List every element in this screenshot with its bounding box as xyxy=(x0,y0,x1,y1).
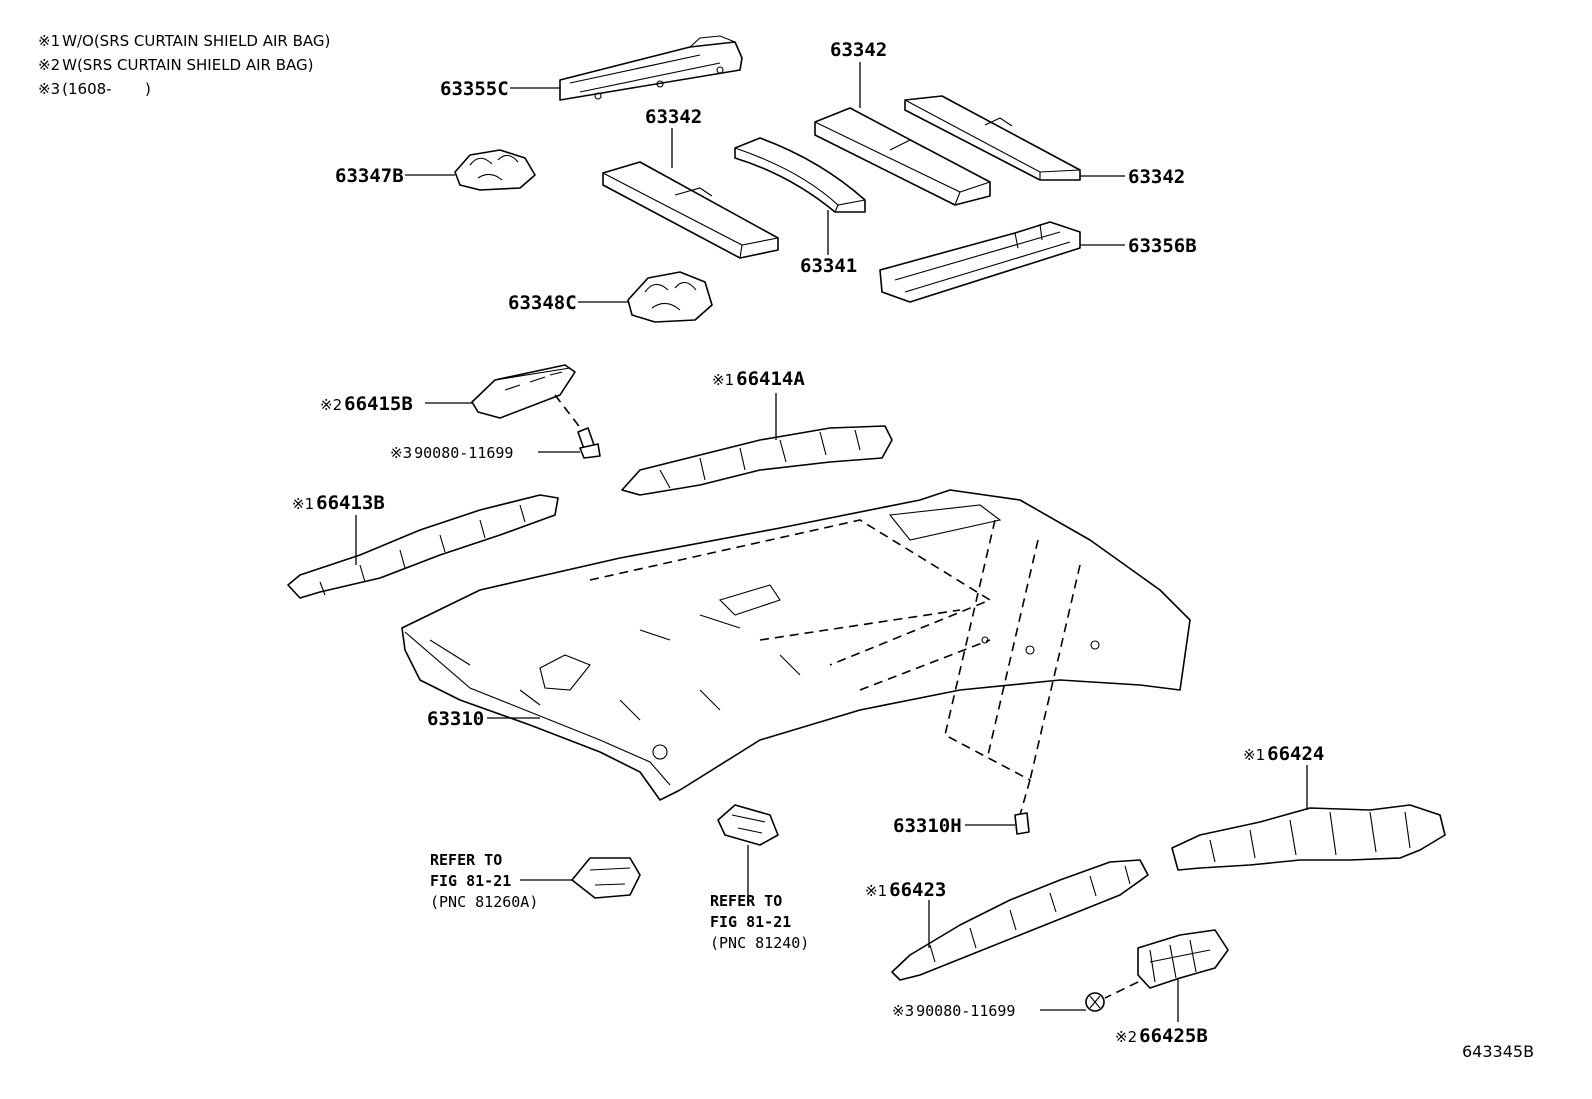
part-63356B-drawing xyxy=(879,221,1081,303)
label-90080-lower[interactable]: 90080-11699 xyxy=(916,1002,1015,1020)
label-63342-mid[interactable]: 63342 xyxy=(645,106,702,128)
part-63342-mid-drawing xyxy=(602,161,779,259)
refer-left: REFER TO FIG 81-21 (PNC 81260A) xyxy=(430,851,538,911)
part-63342-right-drawing xyxy=(904,95,1081,181)
mark-66425B: ※2 xyxy=(1115,1028,1137,1046)
note-2-text: W(SRS CURTAIN SHIELD AIR BAG) xyxy=(62,56,313,74)
mark-66414A: ※1 xyxy=(712,371,734,389)
svg-text:※3(1608- ): ※3(1608- ) xyxy=(38,80,151,98)
label-66425B[interactable]: 66425B xyxy=(1139,1025,1208,1047)
label-90080-upper[interactable]: 90080-11699 xyxy=(414,444,513,462)
mark-90080-lower: ※3 xyxy=(892,1002,914,1020)
part-63355C-drawing xyxy=(559,35,743,101)
refer-right-line1: REFER TO xyxy=(710,892,782,910)
part-66414A-drawing xyxy=(621,425,893,496)
label-63347B[interactable]: 63347B xyxy=(335,165,404,187)
label-63342-top[interactable]: 63342 xyxy=(830,39,887,61)
note-2-mark: ※2 xyxy=(38,56,60,74)
label-66413B[interactable]: 66413B xyxy=(316,492,385,514)
part-63310H-drawing xyxy=(1014,812,1030,835)
label-63348C[interactable]: 63348C xyxy=(508,292,577,314)
part-66424-drawing xyxy=(1171,804,1446,871)
refer-left-line3: (PNC 81260A) xyxy=(430,893,538,911)
mark-66424: ※1 xyxy=(1243,746,1265,764)
figure-id: 643345B xyxy=(1462,1042,1534,1061)
mark-90080-upper: ※3 xyxy=(390,444,412,462)
mark-66413B: ※1 xyxy=(292,495,314,513)
note-1-text: W/O(SRS CURTAIN SHIELD AIR BAG) xyxy=(62,32,330,50)
label-66414A[interactable]: 66414A xyxy=(736,368,805,390)
label-66423[interactable]: 66423 xyxy=(889,879,946,901)
refer-left-line2: FIG 81-21 xyxy=(430,872,511,890)
part-66425B-drawing xyxy=(1137,929,1229,989)
label-63310[interactable]: 63310 xyxy=(427,708,484,730)
room-lamp-right-drawing xyxy=(717,804,779,846)
part-63347B-drawing xyxy=(454,149,536,191)
svg-text:※1W/O(SRS CURTAIN SHIELD AIR B: ※1W/O(SRS CURTAIN SHIELD AIR BAG) xyxy=(38,32,330,50)
mark-66415B: ※2 xyxy=(320,396,342,414)
label-66415B[interactable]: 66415B xyxy=(344,393,413,415)
part-63342-top-drawing xyxy=(814,107,991,206)
dashed-clip-zone xyxy=(944,519,1081,816)
refer-right: REFER TO FIG 81-21 (PNC 81240) xyxy=(710,892,809,952)
room-lamp-left-drawing xyxy=(571,857,641,899)
mark-66423: ※1 xyxy=(865,882,887,900)
label-63341[interactable]: 63341 xyxy=(800,255,857,277)
refer-left-line1: REFER TO xyxy=(430,851,502,869)
label-66424[interactable]: 66424 xyxy=(1267,743,1324,765)
part-63348C-drawing xyxy=(627,271,713,323)
part-66423-drawing xyxy=(891,859,1149,981)
svg-text:※2W(SRS CURTAIN SHIELD AIR BAG: ※2W(SRS CURTAIN SHIELD AIR BAG) xyxy=(38,56,314,74)
part-63310-drawing xyxy=(401,489,1191,801)
refer-right-line2: FIG 81-21 xyxy=(710,913,791,931)
label-63356B[interactable]: 63356B xyxy=(1128,235,1197,257)
part-90080-upper-drawing xyxy=(577,427,601,459)
part-66415B-drawing xyxy=(471,364,576,419)
label-63310H[interactable]: 63310H xyxy=(893,815,962,837)
label-63355C[interactable]: 63355C xyxy=(440,78,509,100)
dashed-link-lower xyxy=(1104,981,1139,999)
part-63341-drawing xyxy=(734,137,866,213)
part-90080-lower-drawing xyxy=(1085,992,1105,1012)
refer-right-line3: (PNC 81240) xyxy=(710,934,809,952)
part-66413B-drawing xyxy=(287,494,559,599)
label-63342-right[interactable]: 63342 xyxy=(1128,166,1185,188)
note-1-mark: ※1 xyxy=(38,32,60,50)
note-3-mark: ※3 xyxy=(38,80,60,98)
dashed-link-upper xyxy=(554,394,583,431)
note-3-text: (1608- ) xyxy=(62,80,151,98)
